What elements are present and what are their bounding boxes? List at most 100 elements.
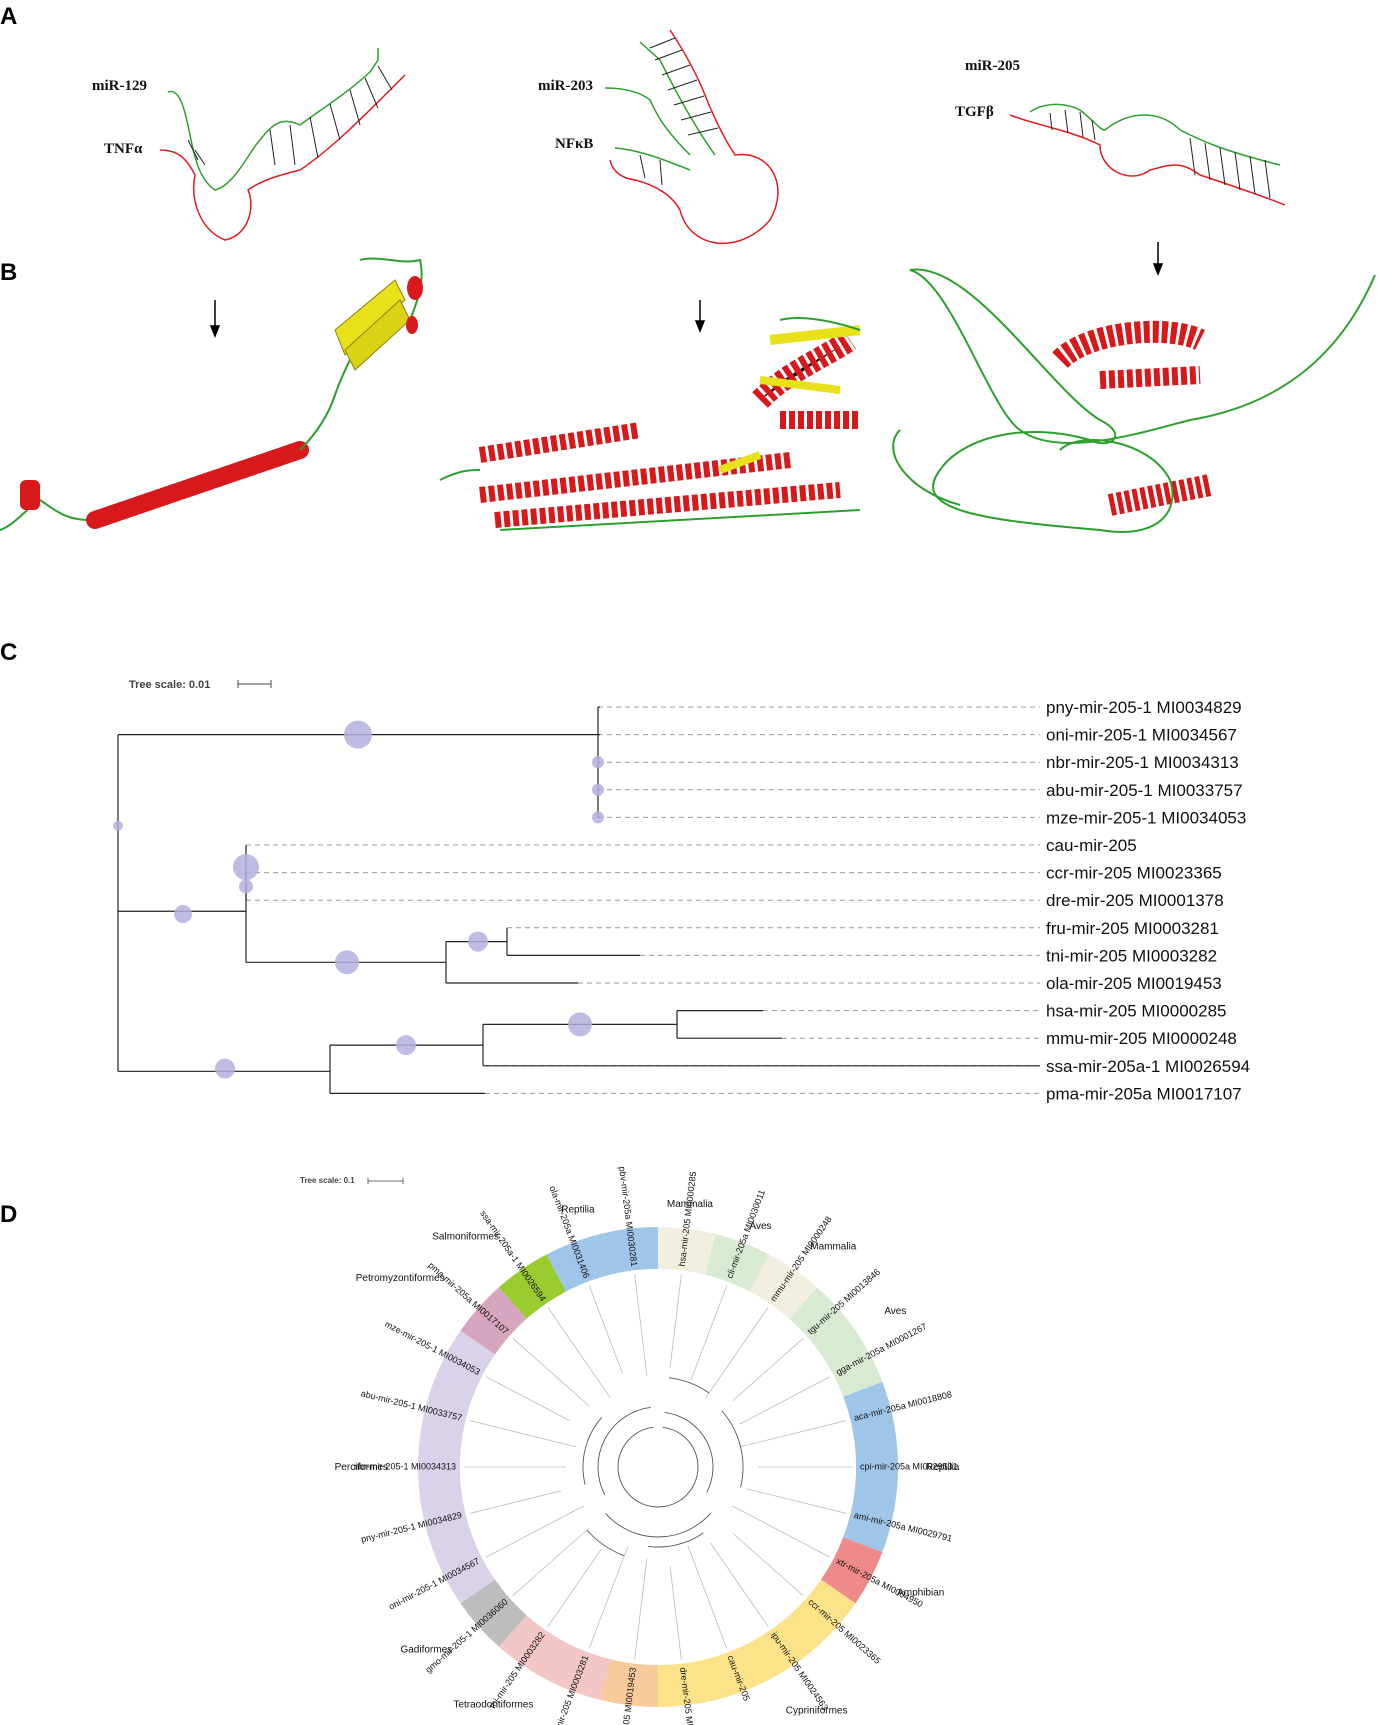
tree-branch (721, 1410, 744, 1488)
bootstrap-node (239, 879, 253, 894)
leaf-guide (547, 1549, 602, 1627)
bootstrap-node (592, 756, 604, 769)
clade-band (418, 1330, 496, 1604)
leaf-guide (687, 1545, 728, 1649)
down-arrow-icon (1152, 242, 1164, 277)
leaf-label: dre-mir-205 MI0001378 (1046, 891, 1224, 910)
leaf-label: ssa-mir-205a-1 MI0026594 (1046, 1057, 1250, 1076)
bootstrap-node (344, 720, 372, 749)
leaf-guide (588, 1285, 623, 1374)
clade-band (843, 1381, 898, 1553)
clade-label: Reptilia (926, 1462, 960, 1473)
target-label: TGFβ (955, 104, 994, 120)
bootstrap-node (113, 820, 123, 831)
clade-band (658, 1579, 856, 1707)
mirna-strand (1029, 103, 1281, 166)
tree-scale-bar (237, 680, 272, 688)
clade-label: Aves (884, 1306, 906, 1317)
target-strand (609, 29, 779, 245)
protein-structure-nfkb (439, 317, 861, 531)
leaf-guide (469, 1490, 562, 1514)
mirna-strand (604, 41, 716, 171)
clade-label: Mammalia (810, 1241, 857, 1252)
leaf-guide (690, 1285, 728, 1382)
leaf-label: pma-mir-205a MI0017107 (1046, 1084, 1242, 1103)
leaf-guide (739, 1376, 830, 1425)
protein-structure-tnfa (0, 257, 423, 531)
bootstrap-node (468, 931, 488, 952)
clade-label: Cypriniformes (786, 1706, 848, 1717)
clade-band (658, 1227, 716, 1275)
leaf-guide (486, 1376, 570, 1421)
clade-label: Amphibian (897, 1587, 944, 1598)
clade-band (546, 1227, 658, 1292)
clade-label: Reptilia (561, 1205, 595, 1216)
leaf-guide (732, 1533, 804, 1596)
leaf-label: ola-mir-205 MI0019453 (1046, 974, 1222, 993)
leaf-label: cpi-mir-205a MI0029531 (860, 1461, 958, 1471)
panel-label-c: C (0, 639, 17, 666)
leaf-guide (669, 1566, 682, 1660)
leaf-label: oni-mir-205-1 MI0034567 (1046, 726, 1237, 745)
down-arrow-icon (694, 300, 706, 334)
circular-phylogenetic-tree: MammaliaAvesMammaliaAvesReptiliaAmphibia… (335, 1166, 960, 1725)
clade-label: Gadiformes (400, 1644, 452, 1655)
bootstrap-node (335, 950, 359, 975)
leaf-label: fru-mir-205 MI0003281 (1046, 919, 1219, 938)
tree-branch (648, 1532, 704, 1548)
panel-label-d: D (0, 1201, 17, 1228)
tree-scale-label: Tree scale: 0.01 (129, 679, 210, 691)
tree-scale-label: Tree scale: 0.1 (300, 1176, 355, 1185)
tree-branch (582, 1416, 603, 1486)
leaf-guide (588, 1545, 629, 1649)
leaf-label: cau-mir-205 (1046, 836, 1137, 855)
panel-label-b: B (0, 259, 17, 286)
clade-band (460, 1287, 527, 1355)
mirna-strand (167, 48, 379, 191)
leaf-label: mmu-mir-205 MI0000248 (1046, 1029, 1237, 1048)
leaf-guide (709, 1542, 769, 1627)
leaf-guide (732, 1338, 804, 1401)
tree-branch (664, 1411, 714, 1493)
clade-label: Tetraodontiformes (453, 1699, 533, 1710)
leaf-guide (747, 1488, 847, 1514)
protein-structure-tgfb (892, 268, 1376, 533)
leaf-label: tni-mir-205 MI0003282 (1046, 946, 1217, 965)
panel-d: Tree scale: 0.1 MammaliaAvesMammaliaAves… (300, 1166, 960, 1725)
leaf-guide (705, 1307, 769, 1399)
tree-branch (668, 1377, 710, 1394)
clade-band (820, 1537, 883, 1604)
clade-label: Petromyzontiformes (356, 1273, 445, 1284)
leaf-guide (634, 1558, 648, 1660)
leaf-guide (469, 1420, 577, 1448)
clade-band (789, 1287, 883, 1397)
leaf-label: ccr-mir-205 MI0023365 (1046, 864, 1222, 883)
leaf-label: mze-mir-205-1 MI0034053 (1046, 808, 1246, 827)
panel-b (0, 242, 1376, 533)
leaf-label: nbr-mir-205-1 MI0034313 (1046, 753, 1239, 772)
leaf-guide (512, 1338, 590, 1407)
target-strand (1009, 114, 1286, 206)
leaf-guide (634, 1274, 648, 1376)
bootstrap-node (592, 811, 604, 824)
bootstrap-node (233, 854, 259, 881)
tree-branch (597, 1406, 651, 1496)
bootstrap-node (215, 1058, 235, 1079)
duplex-mir-203: miR-203 NFκB (538, 29, 779, 245)
clade-label: Mammalia (667, 1199, 714, 1210)
target-label: TNFα (104, 141, 143, 157)
duplex-mir-129: miR-129 TNFα (92, 48, 406, 241)
panel-a: miR-129 TNFα miR-203 NFκB (92, 29, 1286, 245)
tree-branch (605, 1513, 711, 1538)
duplex-mir-205: miR-205 TGFβ (955, 58, 1286, 206)
bootstrap-node (592, 783, 604, 796)
leaf-guide (739, 1420, 847, 1448)
mirna-label: miR-129 (92, 78, 147, 94)
tree-branch (586, 1529, 625, 1557)
clade-label: Salmoniformes (432, 1232, 499, 1243)
tree-disc (460, 1269, 856, 1665)
tree-scale-bar (367, 1178, 404, 1184)
bootstrap-node (396, 1035, 416, 1056)
